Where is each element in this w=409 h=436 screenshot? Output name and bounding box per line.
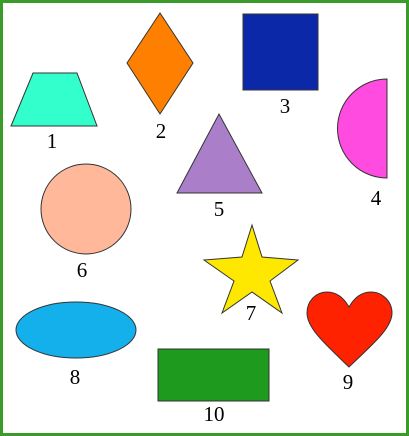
label-3: 3 xyxy=(280,94,291,118)
label-1: 1 xyxy=(47,129,58,153)
label-9: 9 xyxy=(343,370,354,394)
label-5: 5 xyxy=(214,197,225,221)
label-10: 10 xyxy=(204,402,225,426)
square-shape xyxy=(242,13,319,91)
label-4: 4 xyxy=(371,186,382,210)
rhombus-shape xyxy=(126,12,194,115)
ellipse-shape xyxy=(15,301,137,359)
star-shape xyxy=(202,223,300,315)
label-2: 2 xyxy=(156,119,167,143)
label-6: 6 xyxy=(77,258,88,282)
rectangle-shape xyxy=(157,348,270,402)
label-7: 7 xyxy=(246,301,257,325)
circle-shape xyxy=(40,163,132,255)
triangle-shape xyxy=(176,112,263,194)
heart-shape xyxy=(306,291,393,368)
semicircle-shape xyxy=(337,78,388,179)
trapezoid-shape xyxy=(10,72,98,127)
label-8: 8 xyxy=(70,365,81,389)
